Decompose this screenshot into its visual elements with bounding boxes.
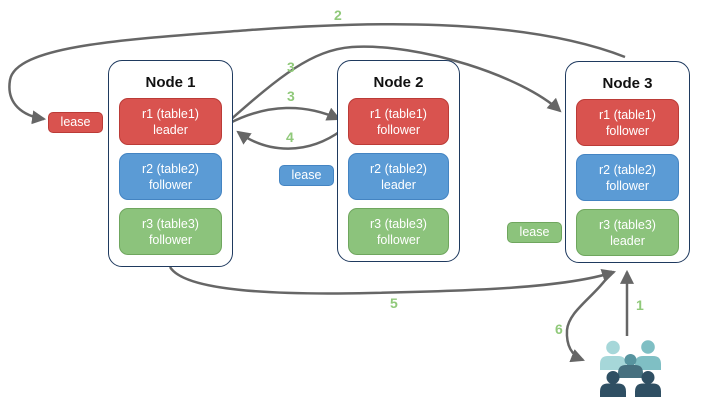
node-2-box: Node 2 r1 (table1) follower r2 (table2) … — [337, 60, 460, 262]
replica-role: follower — [148, 177, 193, 192]
replica-name: r3 (table3) — [370, 216, 427, 231]
lease-badge-r1: lease — [48, 112, 103, 133]
replica-name: r2 (table2) — [142, 161, 199, 176]
replica-role: leader — [153, 122, 188, 137]
node-1-box: Node 1 r1 (table1) leader r2 (table2) fo… — [108, 60, 233, 267]
replica-role: follower — [376, 122, 421, 137]
user-front-left — [600, 371, 626, 397]
step-label-1: 1 — [636, 297, 644, 313]
step-label-4: 4 — [286, 129, 294, 145]
replica-name: r2 (table2) — [599, 162, 656, 177]
replica-name: r2 (table2) — [370, 161, 427, 176]
arrow-step-5 — [168, 266, 616, 295]
user-back-right — [635, 340, 661, 370]
user-back-left — [600, 340, 626, 370]
user-front-right — [635, 371, 661, 397]
step-label-3a: 3 — [287, 59, 295, 75]
node-2-title: Node 2 — [373, 74, 424, 91]
node-1-replica-r1: r1 (table1) leader — [119, 98, 222, 145]
step-label-5: 5 — [390, 295, 398, 311]
replica-role: follower — [605, 178, 650, 193]
node-1-title: Node 1 — [145, 74, 196, 91]
node-2-replica-r1: r1 (table1) follower — [348, 98, 449, 145]
node-3-replica-r3: r3 (table3) leader — [576, 209, 679, 256]
replica-role: follower — [605, 123, 650, 138]
node-3-box: Node 3 r1 (table1) follower r2 (table2) … — [565, 61, 690, 263]
replica-name: r1 (table1) — [599, 107, 656, 122]
lease-badge-r3: lease — [507, 222, 562, 243]
node-2-replica-r2: r2 (table2) leader — [348, 153, 449, 200]
node-1-replica-r2: r2 (table2) follower — [119, 153, 222, 200]
node-2-replica-r3: r3 (table3) follower — [348, 208, 449, 255]
node-3-title: Node 3 — [602, 75, 653, 92]
step-label-2: 2 — [334, 7, 342, 23]
node-1-replica-r3: r3 (table3) follower — [119, 208, 222, 255]
step-label-6: 6 — [555, 321, 563, 337]
replica-name: r1 (table1) — [370, 106, 427, 121]
replica-role: follower — [376, 232, 421, 247]
node-3-replica-r2: r2 (table2) follower — [576, 154, 679, 201]
arrow-step-3-to-node2 — [227, 106, 341, 126]
replica-role: leader — [610, 233, 645, 248]
step-label-3b: 3 — [287, 88, 295, 104]
node-3-replica-r1: r1 (table1) follower — [576, 99, 679, 146]
replica-role: follower — [148, 232, 193, 247]
replica-name: r1 (table1) — [142, 106, 199, 121]
replica-name: r3 (table3) — [142, 216, 199, 231]
arrow-step-2 — [8, 22, 626, 125]
replica-role: leader — [381, 177, 416, 192]
lease-badge-r2: lease — [279, 165, 334, 186]
user-middle — [618, 354, 643, 378]
users-group-icon — [600, 340, 661, 397]
replica-name: r3 (table3) — [599, 217, 656, 232]
